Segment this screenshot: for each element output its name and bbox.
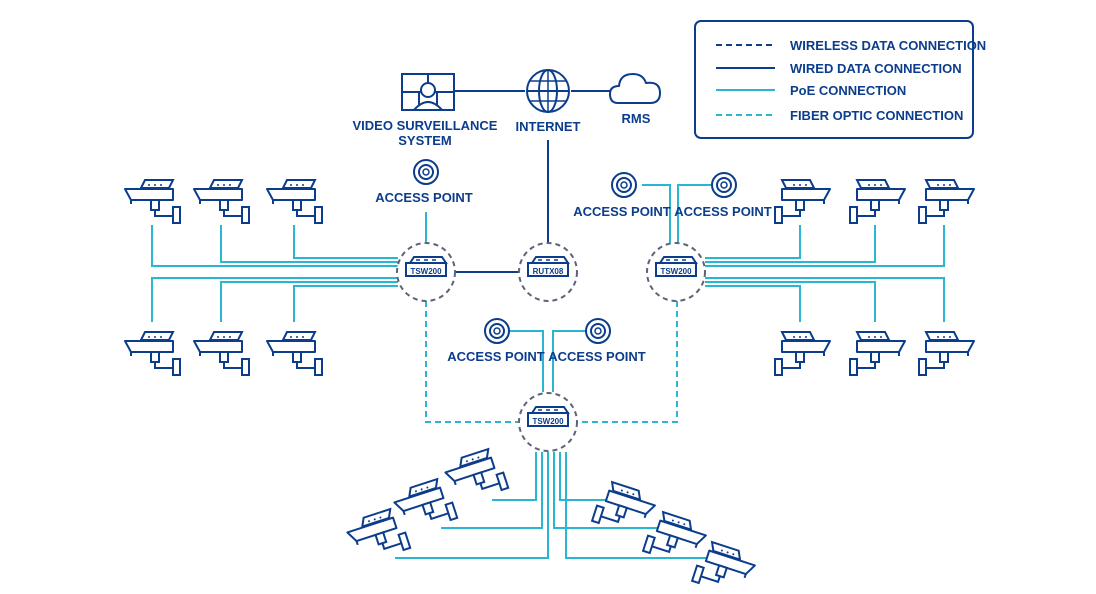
security-camera-icon	[775, 180, 830, 223]
switch-right: TSW200	[646, 242, 706, 302]
access-point-label: ACCESS POINT	[573, 204, 671, 219]
security-camera-icon	[193, 179, 250, 224]
router-label: RUTX08	[533, 267, 564, 276]
fiber-links	[425, 301, 678, 423]
connections	[151, 90, 945, 559]
security-camera-icon	[193, 331, 250, 376]
security-camera-icon	[692, 540, 758, 594]
security-camera-icon	[266, 179, 323, 224]
security-camera-icon	[850, 332, 905, 375]
security-camera-icon	[919, 332, 974, 375]
wired-links	[455, 90, 610, 273]
security-camera-icon	[919, 180, 974, 223]
access-point-icon	[611, 172, 637, 198]
poe-links	[151, 184, 945, 559]
access-point-label: ACCESS POINT	[674, 204, 772, 219]
access-point-icon	[585, 318, 611, 344]
security-camera-icon	[124, 331, 181, 376]
security-camera-icon	[850, 180, 905, 223]
vss-label-line1: VIDEO SURVEILLANCE	[353, 118, 498, 133]
access-point-label: ACCESS POINT	[548, 349, 646, 364]
security-camera-icon	[266, 331, 323, 376]
rms-label: RMS	[622, 111, 651, 126]
router-center: RUTX08	[518, 242, 578, 302]
switch-label: TSW200	[532, 417, 564, 426]
switch-label: TSW200	[410, 267, 442, 276]
legend-poe-label: PoE CONNECTION	[790, 83, 906, 98]
cloud-icon	[609, 73, 661, 104]
switch-left: TSW200	[396, 242, 456, 302]
globe-icon	[526, 69, 570, 113]
access-point-icon	[413, 159, 439, 185]
switch-bottom: TSW200	[518, 392, 578, 452]
access-point-icon	[484, 318, 510, 344]
security-camera-icon	[643, 510, 709, 568]
security-camera-icon	[390, 475, 459, 536]
security-camera-icon	[441, 445, 510, 506]
access-point-label: ACCESS POINT	[447, 349, 545, 364]
switch-label: TSW200	[660, 267, 692, 276]
security-camera-icon	[124, 179, 181, 224]
internet-label: INTERNET	[516, 119, 581, 134]
legend-wired-label: WIRED DATA CONNECTION	[790, 61, 962, 76]
security-camera-icon	[775, 332, 830, 375]
access-point-label: ACCESS POINT	[375, 190, 473, 205]
legend: WIRELESS DATA CONNECTION WIRED DATA CONN…	[694, 20, 986, 139]
video-surveillance-monitor-icon	[401, 73, 455, 111]
access-point-icon	[711, 172, 737, 198]
legend-wireless-label: WIRELESS DATA CONNECTION	[790, 38, 986, 53]
security-camera-icon	[343, 505, 412, 566]
vss-label-line2: SYSTEM	[398, 133, 451, 148]
security-camera-icon	[592, 480, 658, 538]
legend-fiber-label: FIBER OPTIC CONNECTION	[790, 108, 963, 123]
